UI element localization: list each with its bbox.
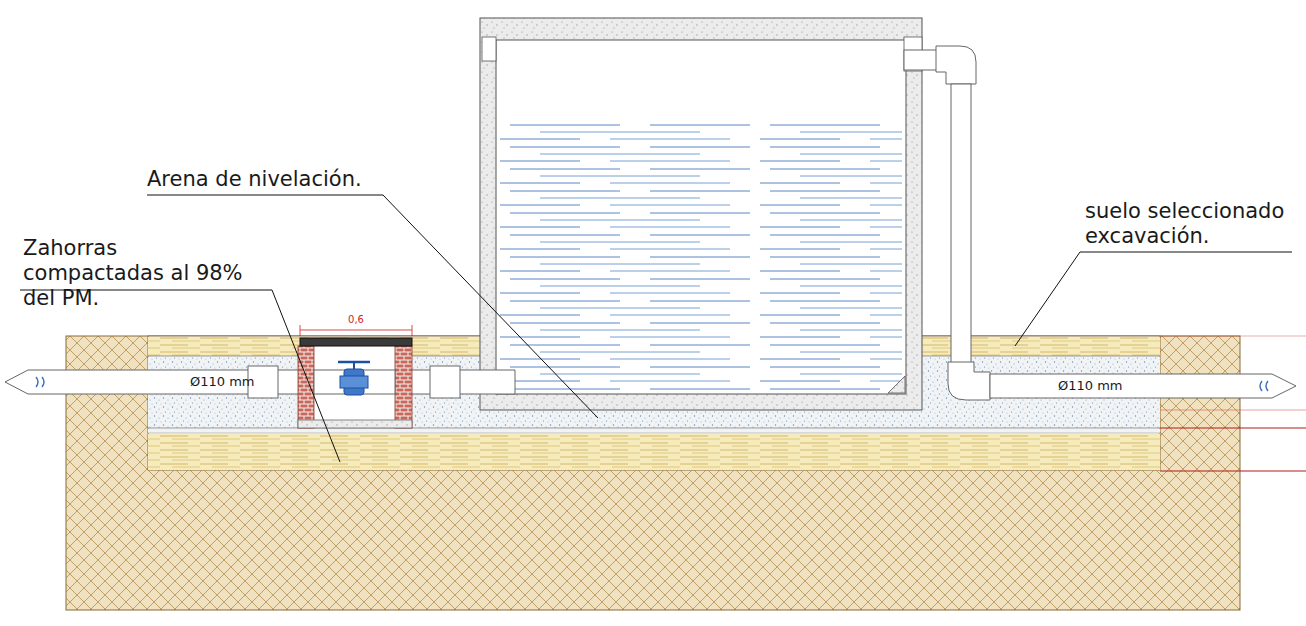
valve-chamber [298, 420, 412, 428]
level-lines [1160, 410, 1306, 411]
material-callout: Arena de nivelación. [147, 167, 362, 192]
outlet-pipe [990, 374, 1296, 398]
water-tank [480, 18, 922, 410]
level-lines [1160, 336, 1306, 337]
valve-chamber [314, 346, 395, 420]
dimension-line [300, 330, 412, 331]
gate-valve [338, 361, 370, 364]
level-lines [1160, 471, 1306, 472]
valve-chamber [314, 370, 395, 394]
gate-valve [338, 362, 370, 395]
valve-chamber [300, 338, 412, 346]
valve-chamber [298, 346, 314, 428]
leader-line [1015, 252, 1080, 346]
valve-chamber [298, 338, 412, 428]
water-tank [500, 122, 902, 392]
trench-layers [148, 433, 1160, 434]
outlet-pipe [951, 84, 971, 366]
inlet-pipe [5, 366, 515, 398]
pipe-diameter: Ø110 mm [190, 374, 255, 390]
trench-layers [148, 429, 1160, 433]
outlet-pipe [904, 46, 1296, 400]
trench-layers [148, 434, 1160, 470]
dimension-line [300, 325, 412, 336]
leader-line [272, 290, 340, 462]
outlet-pipe [936, 46, 976, 84]
pipe-diameter: Ø110 mm [1058, 378, 1123, 394]
leader-line [1080, 252, 1292, 253]
inlet-pipe [430, 366, 460, 398]
water-tank [480, 18, 922, 410]
water-tank [888, 376, 905, 393]
material-callout: suelo seleccionado excavación. [1085, 199, 1297, 249]
material-callout: Zahorras compactadas al 98% del PM. [23, 236, 248, 312]
dimension-line [412, 325, 413, 336]
leader-line [383, 195, 598, 418]
dimension-label: 0,6 [348, 314, 364, 326]
dimension-line [300, 325, 301, 336]
outlet-pipe [904, 50, 938, 70]
outlet-pipe [1260, 381, 1268, 391]
water-tank [482, 37, 496, 61]
leader-line [147, 195, 383, 196]
inlet-pipe [36, 377, 44, 387]
valve-chamber [395, 346, 412, 428]
outlet-pipe [948, 362, 990, 400]
level-lines [1160, 336, 1306, 471]
gate-valve [340, 376, 368, 388]
water-tank [496, 40, 906, 394]
level-lines [1160, 428, 1306, 429]
